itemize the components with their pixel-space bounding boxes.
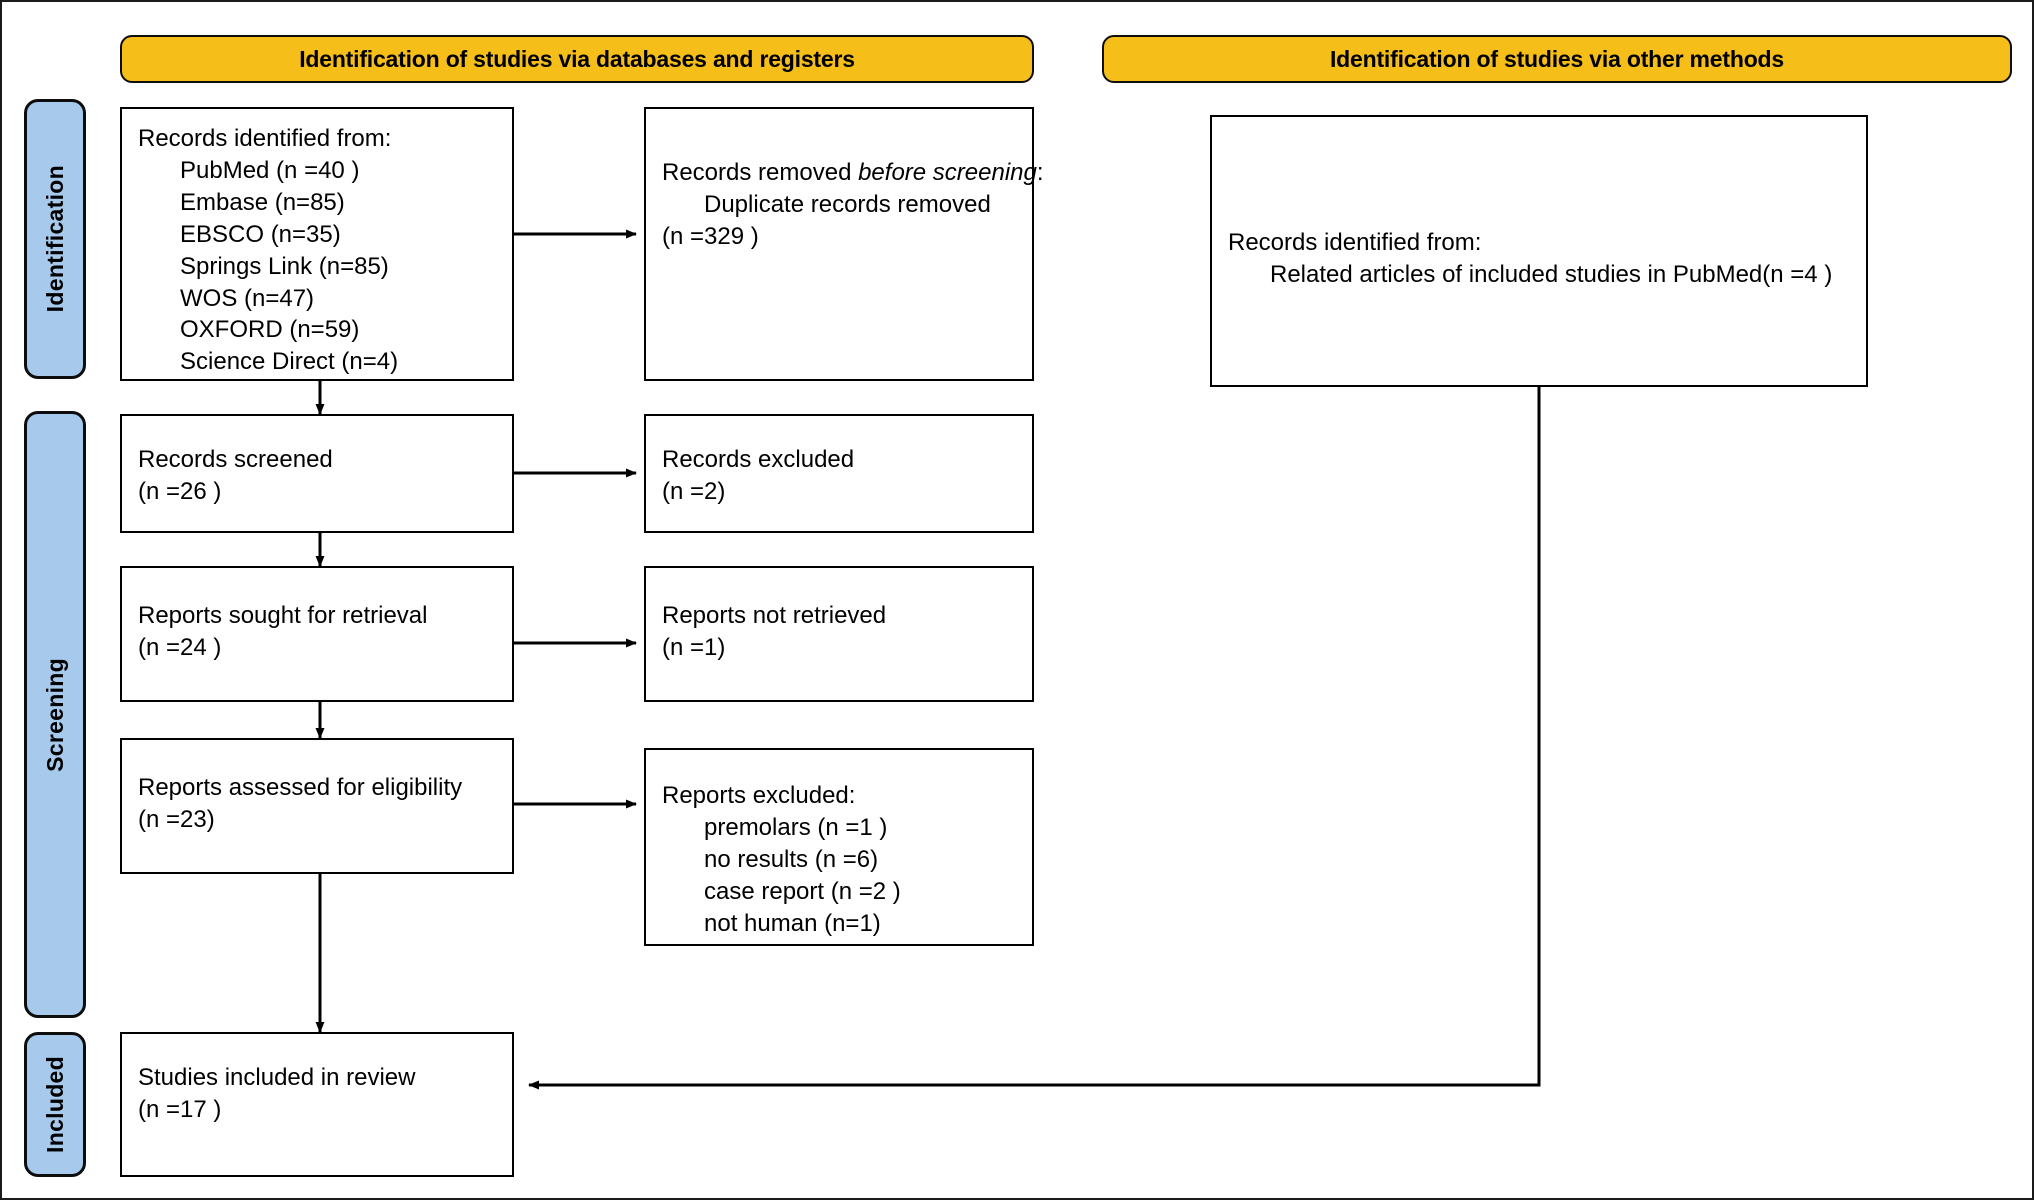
phase-sidebar-screening: Screening <box>24 411 86 1018</box>
reports-excluded-item-2: case report (n =2 ) <box>704 877 901 905</box>
records-removed-title-colon: : <box>1036 159 1044 186</box>
reports-excluded-title: Reports excluded: <box>662 782 856 809</box>
header-other-methods: Identification of studies via other meth… <box>1102 35 2012 83</box>
records-identified-item-1: Embase (n=85) <box>180 188 345 216</box>
other-identified-item-0: Related articles of included studies in … <box>1270 260 1833 288</box>
reports-assessed-title: Reports assessed for eligibility <box>138 774 463 801</box>
records-identified-item-3: Springs Link (n=85) <box>180 252 389 280</box>
box-studies-included: Studies included in review (n =17 ) <box>120 1032 514 1177</box>
reports-excluded-item-0: premolars (n =1 ) <box>704 813 888 841</box>
other-identified-title: Records identified from: <box>1228 229 1482 256</box>
records-screened-title: Records screened <box>138 446 333 473</box>
box-reports-excluded: Reports excluded: premolars (n =1 ) no r… <box>644 748 1034 946</box>
records-identified-item-5: OXFORD (n=59) <box>180 316 360 344</box>
header-databases-label: Identification of studies via databases … <box>299 45 855 72</box>
records-removed-title-italic: before screening <box>858 159 1037 186</box>
studies-included-count: (n =17 ) <box>138 1095 222 1123</box>
records-excluded-title: Records excluded <box>662 446 855 473</box>
records-removed-item-0: Duplicate records removed <box>704 190 991 218</box>
phase-label-screening: Screening <box>41 657 68 772</box>
phase-sidebar-included: Included <box>24 1032 86 1177</box>
reports-sought-title: Reports sought for retrieval <box>138 602 428 629</box>
records-identified-item-2: EBSCO (n=35) <box>180 220 341 248</box>
records-screened-count: (n =26 ) <box>138 477 222 505</box>
records-identified-item-0: PubMed (n =40 ) <box>180 156 360 184</box>
box-reports-assessed: Reports assessed for eligibility (n =23) <box>120 738 514 874</box>
reports-not-retrieved-count: (n =1) <box>662 633 726 661</box>
records-removed-title: Records removed before screening: <box>662 157 1044 189</box>
studies-included-title: Studies included in review <box>138 1064 416 1091</box>
reports-not-retrieved-title: Reports not retrieved <box>662 602 887 629</box>
box-records-excluded: Records excluded (n =2) <box>644 414 1034 533</box>
box-other-records-identified: Records identified from: Related article… <box>1210 115 1868 387</box>
reports-excluded-item-1: no results (n =6) <box>704 845 879 873</box>
reports-excluded-item-3: not human (n=1) <box>704 909 881 937</box>
records-removed-title-plain: Records removed <box>662 159 859 186</box>
header-other-label: Identification of studies via other meth… <box>1329 45 1784 72</box>
reports-assessed-count: (n =23) <box>138 805 215 833</box>
phase-sidebar-identification: Identification <box>24 99 86 379</box>
box-records-screened: Records screened (n =26 ) <box>120 414 514 533</box>
phase-label-included: Included <box>41 1056 68 1153</box>
records-identified-title: Records identified from: <box>138 125 392 152</box>
records-identified-item-4: WOS (n=47) <box>180 284 315 312</box>
records-removed-item-1: (n =329 ) <box>662 222 759 250</box>
box-records-removed: Records removed before screening: Duplic… <box>644 107 1044 381</box>
box-reports-sought: Reports sought for retrieval (n =24 ) <box>120 566 514 702</box>
records-identified-item-6: Science Direct (n=4) <box>180 348 399 376</box>
box-records-identified: Records identified from: PubMed (n =40 )… <box>120 107 514 381</box>
records-excluded-count: (n =2) <box>662 477 726 505</box>
box-reports-not-retrieved: Reports not retrieved (n =1) <box>644 566 1034 702</box>
header-databases-registers: Identification of studies via databases … <box>120 35 1034 83</box>
reports-sought-count: (n =24 ) <box>138 633 222 661</box>
phase-label-identification: Identification <box>41 165 68 313</box>
